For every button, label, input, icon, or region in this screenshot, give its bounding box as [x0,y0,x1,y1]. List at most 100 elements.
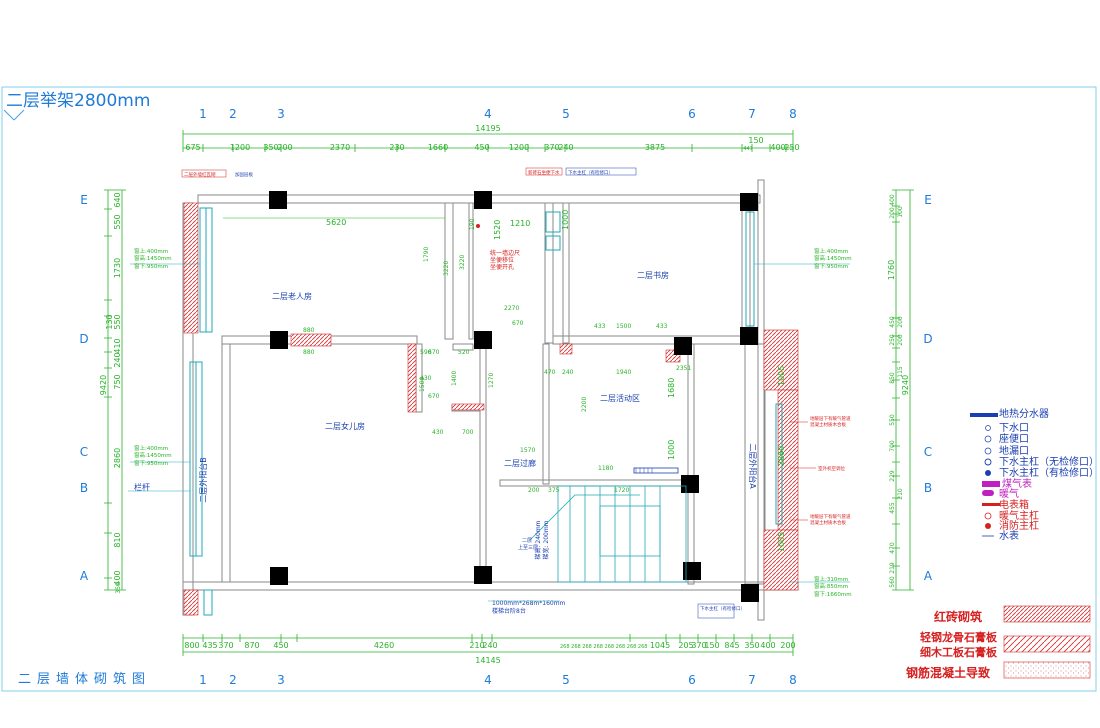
dim-right-seg: 400 [889,194,896,206]
top-note: 下水主杠（有检修口） [568,169,613,176]
dim-bottom-seg: 370 [691,641,706,650]
staircase [529,485,687,583]
dim-left-seg: 2860 [113,448,122,468]
room-labels: 二层老人房 二层女儿房 二层书房 二层活动区 二层过廊 二层外阳台B 二层外阳台… [198,270,758,503]
axis-number: 2 [229,673,237,687]
window-note: 窗高:1450mm [134,451,172,459]
material-swatches [1003,605,1091,679]
dimension-lines [104,130,914,656]
dim-bottom-seg: 350 [744,641,759,650]
inner-dim: 1940 [616,369,631,376]
red-note: 统一墙边尺 [490,249,520,257]
top-note: 加固层板 [235,171,253,178]
main-pipe-no-access-icon [984,458,992,466]
dim-top-seg: 2370 [330,143,350,152]
axis-number: 4 [484,107,492,121]
dim-top-seg: 250 [784,143,799,152]
stair-note: 1000mm*268m*160mm [492,600,566,607]
dim-left-seg: 410 [113,338,122,353]
dim-bottom-seg: 870 [244,641,259,650]
legend-item-gas-meter: 煤气表 [1002,479,1032,490]
room-label: 二层外阳台A [748,443,758,489]
drain-outlet-icon [985,425,991,431]
inner-dim: 1520 [493,220,502,240]
svg-text:430: 430 [432,429,444,436]
inner-dim: 1500 [616,323,631,330]
drawing-name: 二层墙体砌筑图 [18,672,152,687]
title-tail [13,109,25,121]
axis-number: 7 [748,673,756,687]
legend-item-heating-main: 暖气主杠 [999,511,1039,522]
top-note: 新砖石坐便下水 [528,169,560,176]
axis-letter: E [80,193,88,207]
dim-right-seg: 100 [897,206,904,218]
side-note: 室外机空调位 [818,465,845,472]
dim-top-seg: 240 [558,143,573,152]
dim-bottom-seg: 4260 [374,641,394,650]
axis-number: 5 [562,673,570,687]
inner-dim: 240 [562,369,574,376]
dim-left-seg: 750 [113,374,122,389]
stair-up-label: 上至三层 [518,544,538,551]
stair-floor-label: 二层 [522,538,532,544]
axis-letter: E [924,193,932,207]
legend-item-main-pipe-access: 下水主杠（有检修口） [999,468,1099,479]
dim-right-seg: 250 [889,334,896,346]
dim-left-seg: 400 [113,570,122,585]
dim-bottom-seg: 845 [724,641,739,650]
red-note: 坐便移位 [490,256,514,264]
dim-bottom-seg: 200 [780,641,795,650]
dim-top-seg: 1200 [509,143,529,152]
top-note: 二层外墙红瓦砌 [184,171,216,178]
inner-dim: 2860 [777,446,786,466]
dim-right-seg: 200 [889,207,896,219]
svg-text:590: 590 [420,349,432,356]
columns [269,191,759,602]
dimension-text-left: 9420 640 550 1730 130 550 410 240 750 28… [99,192,122,593]
svg-text:1400: 1400 [451,371,458,386]
dim-top-seg: 450 [474,143,489,152]
dim-right-seg: 450 [889,316,896,328]
dim-bottom-seg: 400 [760,641,775,650]
dimension-text-right: 9240 400 200 100 1760 450 200 250 200 85… [887,194,910,588]
svg-text:670: 670 [428,393,440,400]
inner-dim: 1005 [777,532,786,552]
windows [189,207,783,616]
heating-main-pipe-icon [984,512,992,520]
window-note: 窗高:850mm [814,582,848,590]
inner-dim: 1000 [667,440,676,460]
dim-left-seg: 810 [113,532,122,547]
dim-left-seg: 240 [113,352,122,367]
bottom-note: 下水主杠（有检修口） [700,605,745,612]
side-note: 混凝土材质木合板 [810,421,846,428]
gas-meter-icon [982,481,1000,487]
inner-dim: 470 [544,369,556,376]
light-steel-gypsum-swatch [1003,635,1091,653]
dim-bottom-seg: 370 [218,641,233,650]
floor-heating-manifold-icon [970,413,998,417]
dim-right-seg: 700 [889,440,896,452]
window-note: 窗高:1450mm [134,254,172,262]
dim-right-seg: 115 [897,366,904,378]
axis-letter: C [80,445,88,459]
svg-text:1270: 1270 [488,373,495,388]
dim-bottom-seg: 450 [273,641,288,650]
legend-item-drain: 下水口 [999,423,1029,434]
axis-number: 6 [688,673,696,687]
dim-right-seg: 200 [897,316,904,328]
legend-item-water-meter: 水表 [999,531,1019,542]
dim-right-total: 9240 [901,375,910,395]
dim-bottom-seg: 435 [202,641,217,650]
dim-top-seg: 150 [748,136,763,145]
dim-top-seg: 230 [389,143,404,152]
walls [182,179,799,621]
material-label-wood-gypsum: 细木工板石膏板 [920,646,997,659]
axis-letter: B [924,481,932,495]
dim-right-seg: 850 [889,372,896,384]
dim-right-seg: 560 [889,576,896,588]
axis-number: 2 [229,107,237,121]
dim-right-seg: 200 [897,334,904,346]
inner-dim: 1000 [561,210,570,230]
inner-dim: 1005 [777,366,786,386]
misc-notes: 栏杆 1000mm*268m*160mm 楼梯台阶8台 梯高: 240mm 梯宽… [128,167,851,619]
